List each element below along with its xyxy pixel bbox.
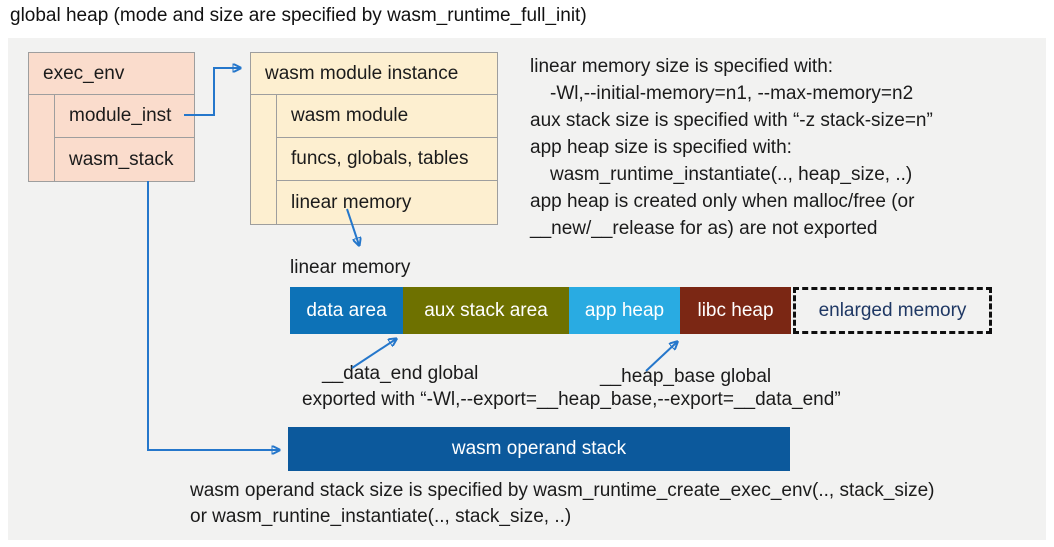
note-line: linear memory size is specified with: [530, 56, 834, 77]
wasm-operand-stack-bar: wasm operand stack [288, 427, 790, 471]
module-instance-header: wasm module instance [251, 53, 497, 95]
exec-env-header: exec_env [29, 53, 194, 95]
segment-app-heap: app heap [569, 287, 680, 334]
segment-enlarged-memory: enlarged memory [793, 287, 992, 334]
note-line: app heap size is specified with: [530, 137, 792, 158]
segment-aux-stack-area: aux stack area [403, 287, 569, 334]
notes-bottom: wasm operand stack size is specified by … [190, 478, 935, 530]
notes-top: linear memory size is specified with: -W… [530, 53, 933, 242]
module-instance-row-wasm-module: wasm module [277, 95, 497, 138]
module-instance-row-funcs-globals-tables: funcs, globals, tables [277, 138, 497, 181]
segment-libc-heap: libc heap [680, 287, 791, 334]
segment-data-area: data area [290, 287, 403, 334]
module-instance-box: wasm module instance wasm module funcs, … [250, 52, 498, 225]
module-instance-body: wasm module funcs, globals, tables linea… [251, 95, 497, 224]
note-line: __new/__release for as) are not exported [530, 218, 878, 239]
diagram-title: global heap (mode and size are specified… [10, 5, 587, 26]
module-instance-rows: wasm module funcs, globals, tables linea… [277, 95, 497, 224]
heap-base-global-label: __heap_base global [600, 366, 772, 387]
exec-env-row-module-inst: module_inst [55, 95, 194, 138]
note-line: wasm_runtime_instantiate(.., heap_size, … [550, 164, 913, 185]
note-line: -Wl,--initial-memory=n1, --max-memory=n2 [550, 83, 914, 104]
note-line: aux stack size is specified with “-z sta… [530, 110, 933, 131]
exec-env-rows: module_inst wasm_stack [55, 95, 194, 181]
module-instance-row-linear-memory: linear memory [291, 191, 412, 213]
exported-with-label: exported with “-Wl,--export=__heap_base,… [302, 389, 841, 410]
linear-memory-label: linear memory [290, 257, 411, 278]
exec-env-box: exec_env module_inst wasm_stack [28, 52, 195, 182]
module-instance-gutter [251, 95, 277, 224]
exec-env-gutter [29, 95, 55, 181]
note-line: or wasm_runtine_instantiate(.., stack_si… [190, 506, 572, 527]
note-line: app heap is created only when malloc/fre… [530, 191, 915, 212]
exec-env-row-wasm-stack: wasm_stack [69, 148, 174, 170]
data-end-global-label: __data_end global [322, 363, 479, 384]
note-line: wasm operand stack size is specified by … [190, 480, 935, 501]
exec-env-body: module_inst wasm_stack [29, 95, 194, 181]
